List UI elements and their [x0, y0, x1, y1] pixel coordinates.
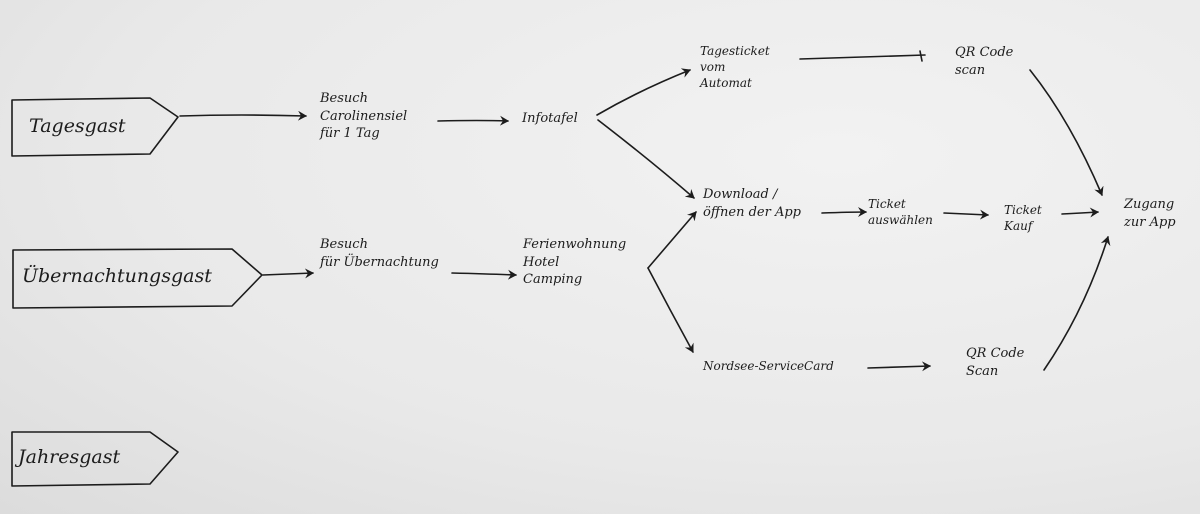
jahresgast-label: Jahresgast [18, 446, 121, 468]
arrow-unterkunft-servicecard [647, 267, 694, 353]
tagesgast-label: Tagesgast [29, 115, 126, 137]
tagesgast-tag [11, 97, 179, 157]
arrow-infotafel-tagesticket [596, 68, 691, 116]
arrow-tagesticket-qr [799, 54, 926, 60]
ticket-kauf-node: Ticket Kauf [1004, 203, 1042, 234]
arrow-besuch-infotafel [437, 115, 509, 126]
qr-code-top-node: QR Code scan [955, 45, 1014, 78]
uebernachtungsgast-label: Übernachtungsgast [22, 265, 212, 287]
arrow-besuch-unterkunft [451, 269, 517, 280]
jahresgast-tag [11, 431, 179, 487]
infotafel-node: Infotafel [522, 111, 578, 126]
tick-qr [919, 50, 923, 62]
qr-code-bottom-node: QR Code Scan [966, 346, 1025, 379]
download-node: Download / öffnen der App [703, 187, 802, 220]
unterkunft-node: Ferienwohnung Hotel Camping [523, 237, 627, 288]
arrow-ticket-kauf [943, 209, 989, 220]
arrow-servicecard-qr [867, 361, 931, 372]
tagesticket-node: Tagesticket vom Automat [700, 44, 770, 91]
arrow-kauf-zugang [1061, 207, 1099, 218]
zugang-app-node: Zugang zur App [1124, 197, 1176, 230]
besuch-uebernachtung-node: Besuch für Übernachtung [320, 237, 439, 270]
arrow-download-ticket [821, 207, 867, 218]
arrow-tagesgast-besuch [179, 110, 307, 121]
uebernachtungsgast-tag [12, 248, 263, 309]
arrow-unterkunft-download [647, 211, 697, 269]
servicecard-node: Nordsee-ServiceCard [703, 359, 834, 373]
besuch-tag-node: Besuch Carolinensiel für 1 Tag [320, 91, 408, 142]
arrow-qr-bottom-zugang [1043, 236, 1111, 371]
arrow-uebernachtung-besuch [262, 268, 314, 279]
ticket-auswaehlen-node: Ticket auswählen [868, 197, 933, 228]
arrow-qr-zugang [1029, 69, 1104, 196]
arrow-infotafel-download [597, 119, 695, 199]
